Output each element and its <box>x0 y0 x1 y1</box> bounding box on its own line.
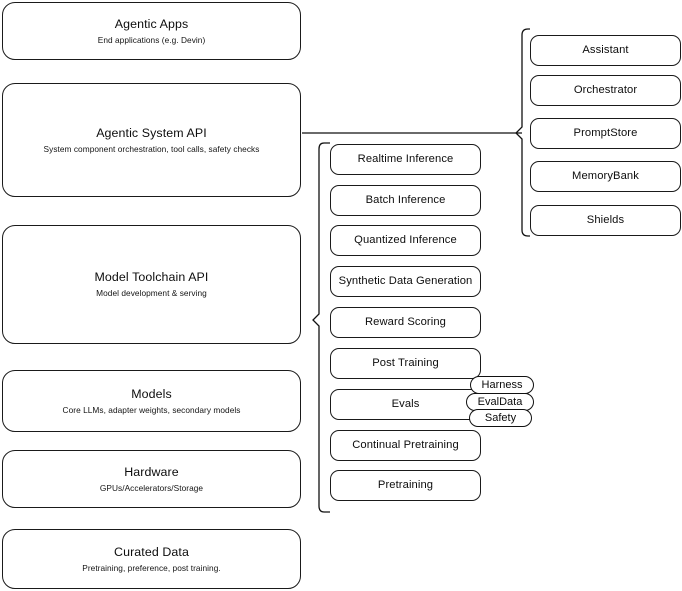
capability-post-training[interactable]: Post Training <box>330 348 481 379</box>
layer-models[interactable]: Models Core LLMs, adapter weights, secon… <box>2 370 301 432</box>
layer-subtitle: Model development & serving <box>96 288 207 298</box>
capability-label: Reward Scoring <box>365 316 446 328</box>
capability-label: Quantized Inference <box>354 234 457 246</box>
component-orchestrator[interactable]: Orchestrator <box>530 75 681 106</box>
layer-title: Agentic Apps <box>114 16 189 31</box>
capability-label: Continual Pretraining <box>352 439 459 451</box>
layer-subtitle: System component orchestration, tool cal… <box>43 143 260 154</box>
evals-tag-safety[interactable]: Safety <box>469 409 532 427</box>
layer-agentic-apps[interactable]: Agentic Apps End applications (e.g. Devi… <box>2 2 301 60</box>
layer-subtitle: End applications (e.g. Devin) <box>97 34 206 45</box>
layer-title: Model Toolchain API <box>94 270 209 284</box>
evals-tag-label: EvalData <box>477 396 523 408</box>
toolchain-bracket <box>312 142 330 513</box>
layer-curated-data[interactable]: Curated Data Pretraining, preference, po… <box>2 529 301 589</box>
evals-tag-harness[interactable]: Harness <box>470 376 534 394</box>
component-label: Orchestrator <box>573 84 638 96</box>
layer-hardware[interactable]: Hardware GPUs/Accelerators/Storage <box>2 450 301 508</box>
layer-subtitle: Core LLMs, adapter weights, secondary mo… <box>62 404 241 415</box>
component-label: MemoryBank <box>572 170 639 182</box>
capability-continual-pretraining[interactable]: Continual Pretraining <box>330 430 481 461</box>
capability-label: Pretraining <box>377 479 434 491</box>
evals-tag-label: Harness <box>481 379 523 391</box>
component-promptstore[interactable]: PromptStore <box>530 118 681 149</box>
evals-tag-label: Safety <box>484 412 517 424</box>
capability-label: Post Training <box>372 357 439 369</box>
component-memorybank[interactable]: MemoryBank <box>530 161 681 192</box>
components-bracket <box>515 28 530 237</box>
capability-synthetic-data-generation[interactable]: Synthetic Data Generation <box>330 266 481 297</box>
capability-quantized-inference[interactable]: Quantized Inference <box>330 225 481 256</box>
capability-batch-inference[interactable]: Batch Inference <box>330 185 481 216</box>
capability-label: Realtime Inference <box>357 153 454 165</box>
component-shields[interactable]: Shields <box>530 205 681 236</box>
layer-title: Hardware <box>124 464 179 479</box>
capability-label: Evals <box>391 398 420 410</box>
capability-evals[interactable]: Evals <box>330 389 481 420</box>
component-assistant[interactable]: Assistant <box>530 35 681 66</box>
capability-pretraining[interactable]: Pretraining <box>330 470 481 501</box>
layer-title: Models <box>131 386 172 401</box>
component-label: PromptStore <box>573 127 638 139</box>
layer-subtitle: Pretraining, preference, post training. <box>82 562 221 573</box>
layer-agentic-system-api[interactable]: Agentic System API System component orch… <box>2 83 301 197</box>
layer-title: Agentic System API <box>96 125 207 140</box>
capability-realtime-inference[interactable]: Realtime Inference <box>330 144 481 175</box>
capability-reward-scoring[interactable]: Reward Scoring <box>330 307 481 338</box>
component-label: Shields <box>586 214 625 226</box>
layer-title: Curated Data <box>114 544 189 559</box>
capability-label: Batch Inference <box>365 194 446 206</box>
layer-model-toolchain-api[interactable]: Model Toolchain API Model development & … <box>2 225 301 344</box>
component-label: Assistant <box>582 44 629 56</box>
capability-label: Synthetic Data Generation <box>338 275 473 287</box>
layer-subtitle: GPUs/Accelerators/Storage <box>99 482 204 493</box>
